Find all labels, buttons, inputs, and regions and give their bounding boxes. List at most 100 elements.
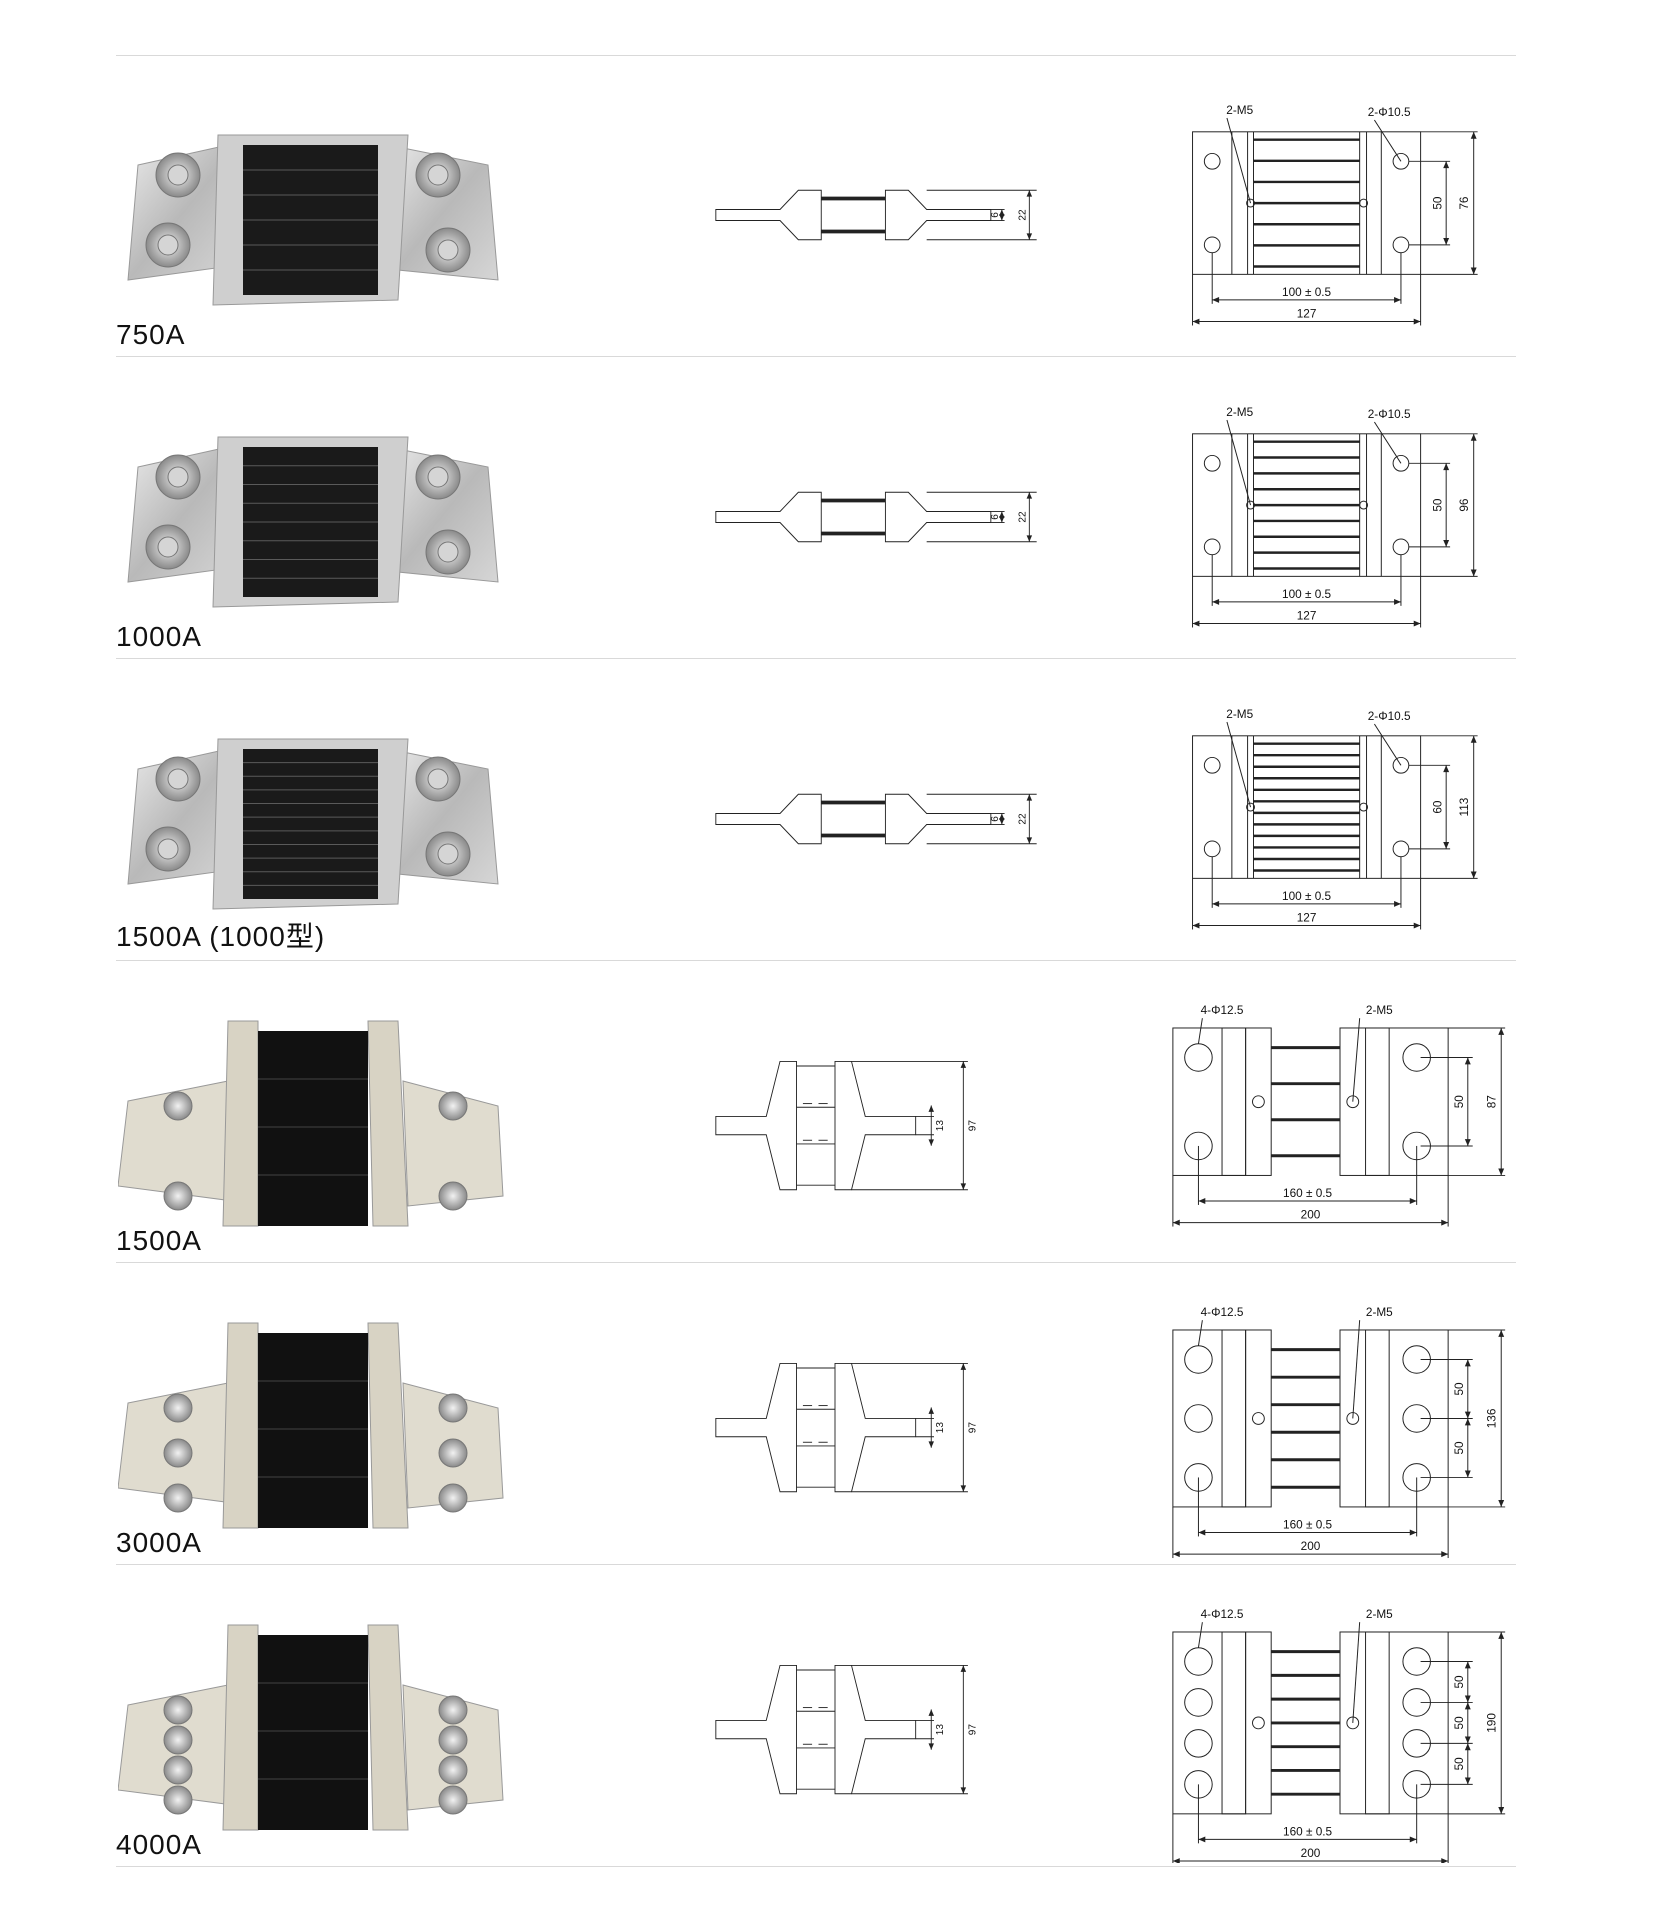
- dimension-label: 6: [990, 514, 1001, 520]
- plan-left-plate: [1172, 1631, 1247, 1815]
- mounting-hole: [1203, 236, 1221, 254]
- bolt: [438, 1695, 468, 1725]
- right-terminal-outline: [884, 793, 992, 845]
- sense-screw: [1246, 198, 1255, 208]
- dimension-label: 136: [1485, 1408, 1498, 1428]
- dimension-label: 13: [935, 1724, 946, 1736]
- row-separator: [116, 1262, 1516, 1263]
- bolt-head: [167, 164, 189, 186]
- bolt: [163, 1725, 193, 1755]
- bolt-head: [427, 164, 449, 186]
- bolt: [438, 1755, 468, 1785]
- product-photo: [118, 1624, 504, 1831]
- row-separator: [116, 960, 1516, 961]
- resistor-block: [258, 1635, 368, 1830]
- dimension-label: 6: [990, 816, 1001, 822]
- dimension-label: 96: [1458, 498, 1471, 512]
- mounting-hole: [1184, 1404, 1213, 1433]
- bolt: [163, 1438, 193, 1468]
- product-photo: [118, 1322, 504, 1529]
- dimension-label: 87: [1485, 1095, 1498, 1108]
- rating-label: 1500A (1000型): [116, 921, 326, 952]
- mounting-hole: [1392, 538, 1410, 556]
- mounting-hole: [1203, 152, 1221, 170]
- bolt: [438, 1483, 468, 1513]
- bolt-head: [437, 843, 459, 865]
- dimension-label: 190: [1485, 1713, 1498, 1733]
- dimension-label: 4-Φ12.5: [1201, 1306, 1244, 1319]
- dimension-label: 22: [1018, 813, 1029, 825]
- row-separator: [116, 1866, 1516, 1867]
- dimension-label: 13: [935, 1120, 946, 1132]
- dimension-label: 76: [1458, 196, 1471, 210]
- dimension-label: 2-M5: [1226, 406, 1253, 419]
- bolt-head: [437, 541, 459, 563]
- mounting-hole: [1203, 756, 1221, 774]
- dimension-label: 97: [967, 1724, 978, 1736]
- product-photo: [127, 738, 499, 910]
- dimension-label: 50: [1453, 1716, 1466, 1730]
- dimension-label: 100 ± 0.5: [1282, 286, 1331, 299]
- dimension-label: 200: [1301, 1847, 1321, 1860]
- mounting-hole: [1392, 454, 1410, 472]
- dimension-label: 113: [1458, 797, 1471, 816]
- terminal-blade: [222, 1322, 259, 1529]
- bolt-head: [167, 768, 189, 790]
- bolt: [163, 1755, 193, 1785]
- left-terminal-outline: [715, 793, 822, 845]
- bolt-head: [167, 466, 189, 488]
- dimension-label: 50: [1453, 1757, 1466, 1771]
- sense-screw: [1246, 500, 1255, 510]
- rating-label: 3000A: [116, 1527, 202, 1558]
- mounting-hole: [1203, 538, 1221, 556]
- row-separator: [116, 658, 1516, 659]
- plan-right-blade: [1339, 1329, 1390, 1508]
- dimension-label: 4-Φ12.5: [1201, 1004, 1244, 1017]
- plan-right-plate: [1365, 1631, 1449, 1815]
- sense-screw: [1359, 198, 1369, 208]
- dimension-label: 160 ± 0.5: [1283, 1187, 1332, 1200]
- mounting-hole: [1184, 1729, 1213, 1758]
- bolt: [163, 1393, 193, 1423]
- right-terminal-outline: [834, 1362, 917, 1493]
- dimension-label: 50: [1431, 498, 1444, 512]
- dimension-label: 50: [1431, 196, 1444, 210]
- plan-left-plate: [1172, 1329, 1247, 1508]
- sense-screw: [1252, 1095, 1265, 1109]
- rating-label: 750A: [116, 319, 186, 350]
- resistor-block: [243, 749, 378, 899]
- side-view-drawing: 13 97: [715, 1664, 978, 1795]
- side-view-drawing: 6 22: [715, 491, 1037, 543]
- dimension-label: 60: [1431, 800, 1444, 814]
- row-separator: [116, 1564, 1516, 1565]
- dimension-label: 2-M5: [1226, 708, 1253, 721]
- sense-screw: [1252, 1716, 1265, 1730]
- dimension-label: 50: [1453, 1441, 1466, 1455]
- dimension-label: 50: [1453, 1675, 1466, 1689]
- bolt-head: [427, 768, 449, 790]
- left-terminal-outline: [715, 1362, 797, 1493]
- terminal-blade: [222, 1624, 259, 1831]
- left-terminal-outline: [715, 189, 822, 241]
- bolt: [438, 1091, 468, 1121]
- dimension-label: 100 ± 0.5: [1282, 588, 1331, 601]
- plan-left-blade: [1221, 1027, 1272, 1176]
- dimension-label: 50: [1453, 1382, 1466, 1396]
- dimension-label: 22: [1018, 511, 1029, 523]
- sense-screw: [1359, 500, 1369, 510]
- dimension-label: 22: [1018, 209, 1029, 221]
- plan-left-blade: [1221, 1329, 1272, 1508]
- dimension-label: 160 ± 0.5: [1283, 1825, 1332, 1838]
- dimension-label: 200: [1301, 1209, 1321, 1222]
- plan-right-blade: [1339, 1027, 1390, 1176]
- dimension-label: 13: [935, 1422, 946, 1434]
- resistor-block: [258, 1333, 368, 1528]
- bolt: [163, 1695, 193, 1725]
